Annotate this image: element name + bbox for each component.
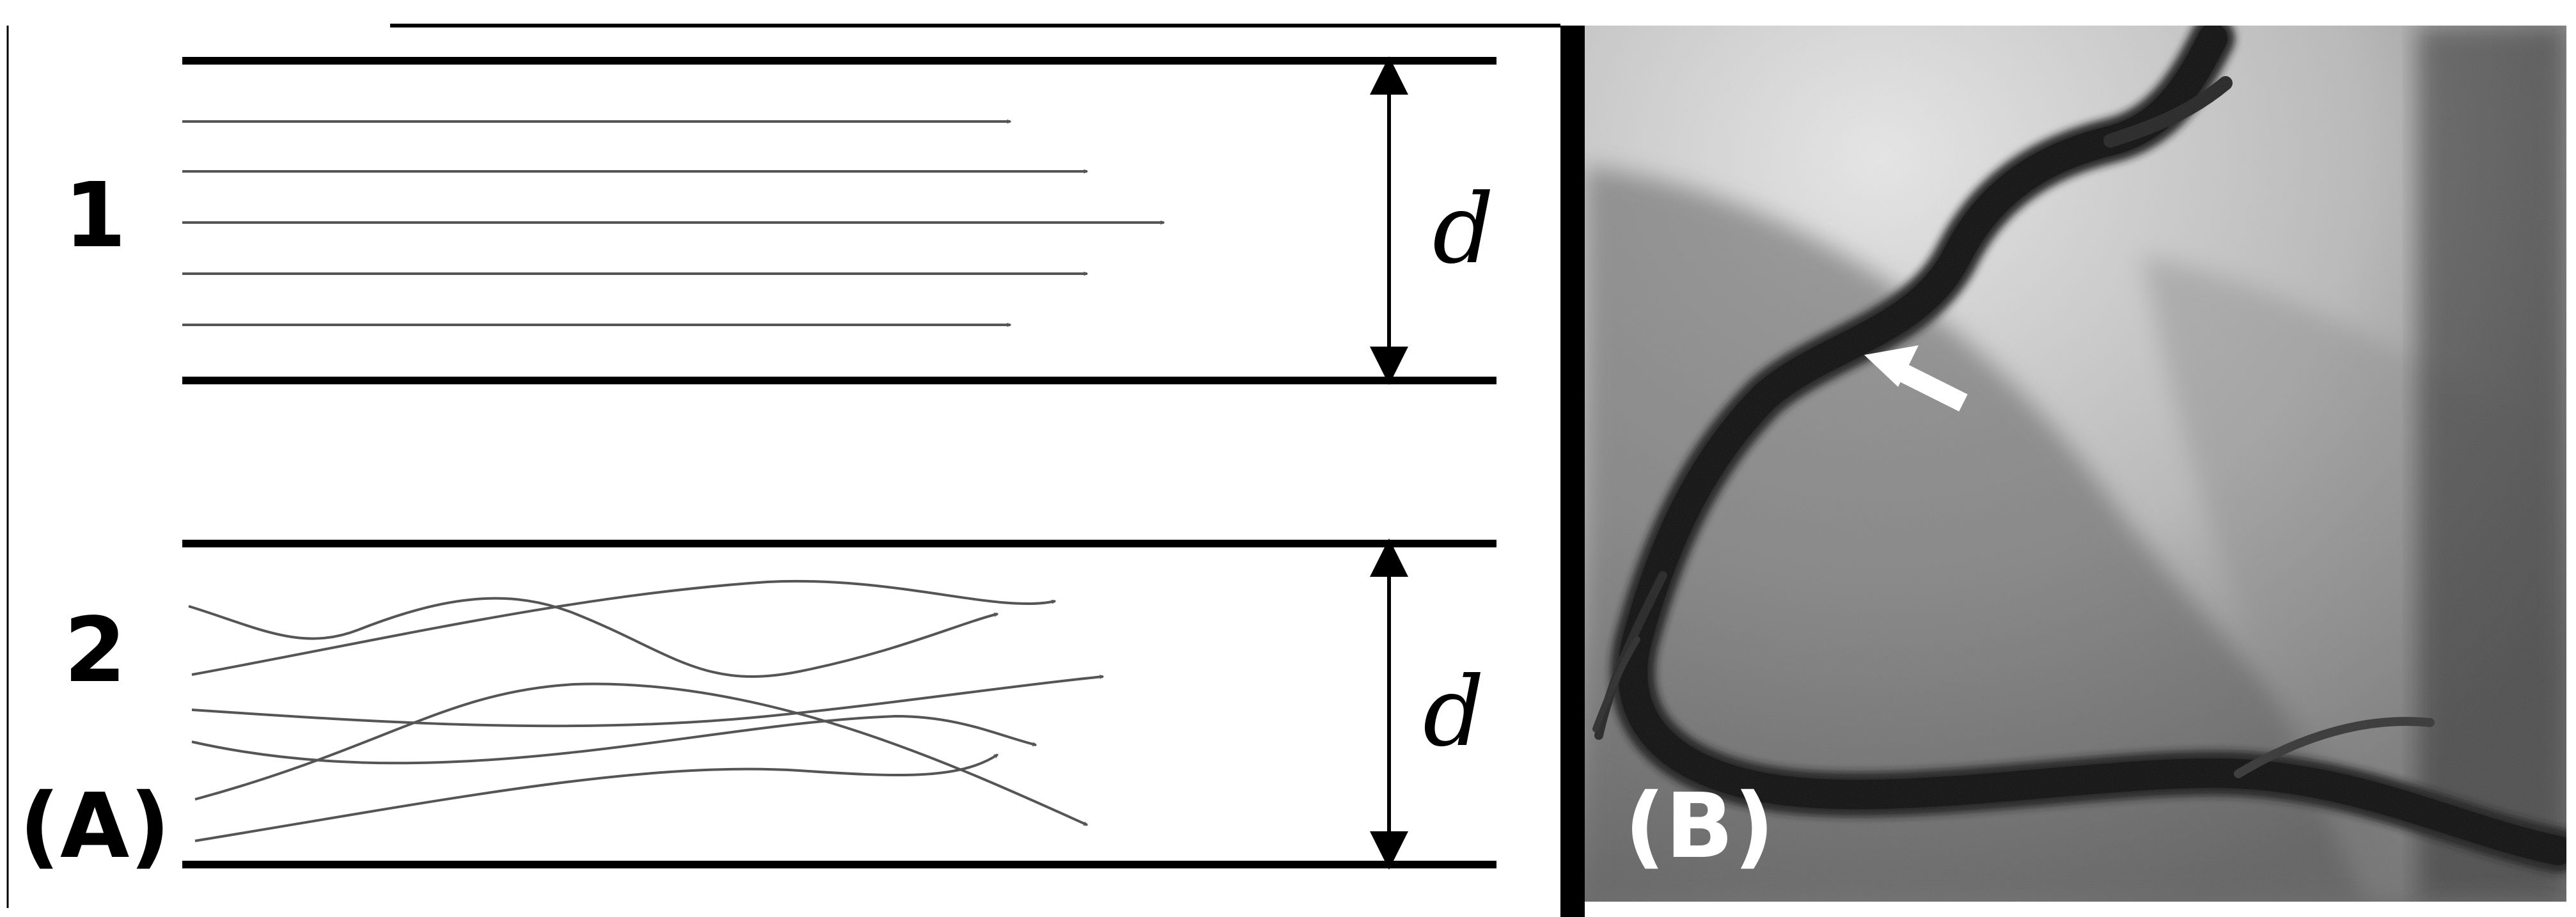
stenosis-marker-arrow (1864, 345, 1968, 412)
dimension-label-2: d (1423, 657, 1484, 768)
flow-arrow-2d (191, 714, 1037, 765)
panel-b-label: (B) (1624, 774, 1775, 879)
flow-arrow-2a (188, 597, 999, 678)
flow-arrow-2c (191, 675, 1104, 728)
film-grain (1585, 26, 2566, 902)
panel-a-label: (A) (19, 774, 170, 879)
case-2-turbulent: d 2 (64, 538, 1496, 870)
dimension-label-1: d (1433, 174, 1494, 285)
case-1-laminar: d 1 (64, 56, 1496, 385)
flow-arrow-2e (194, 682, 1088, 826)
flow-arrow-2f (194, 753, 999, 842)
case-1-number: 1 (64, 164, 126, 268)
panel-a: d 1 d 2 (A) (6, 24, 1560, 908)
flow-arrow-2b (191, 579, 1056, 676)
case-2-number: 2 (64, 599, 126, 703)
panel-divider (1560, 26, 1585, 917)
panel-b: (B) (1585, 26, 2566, 902)
